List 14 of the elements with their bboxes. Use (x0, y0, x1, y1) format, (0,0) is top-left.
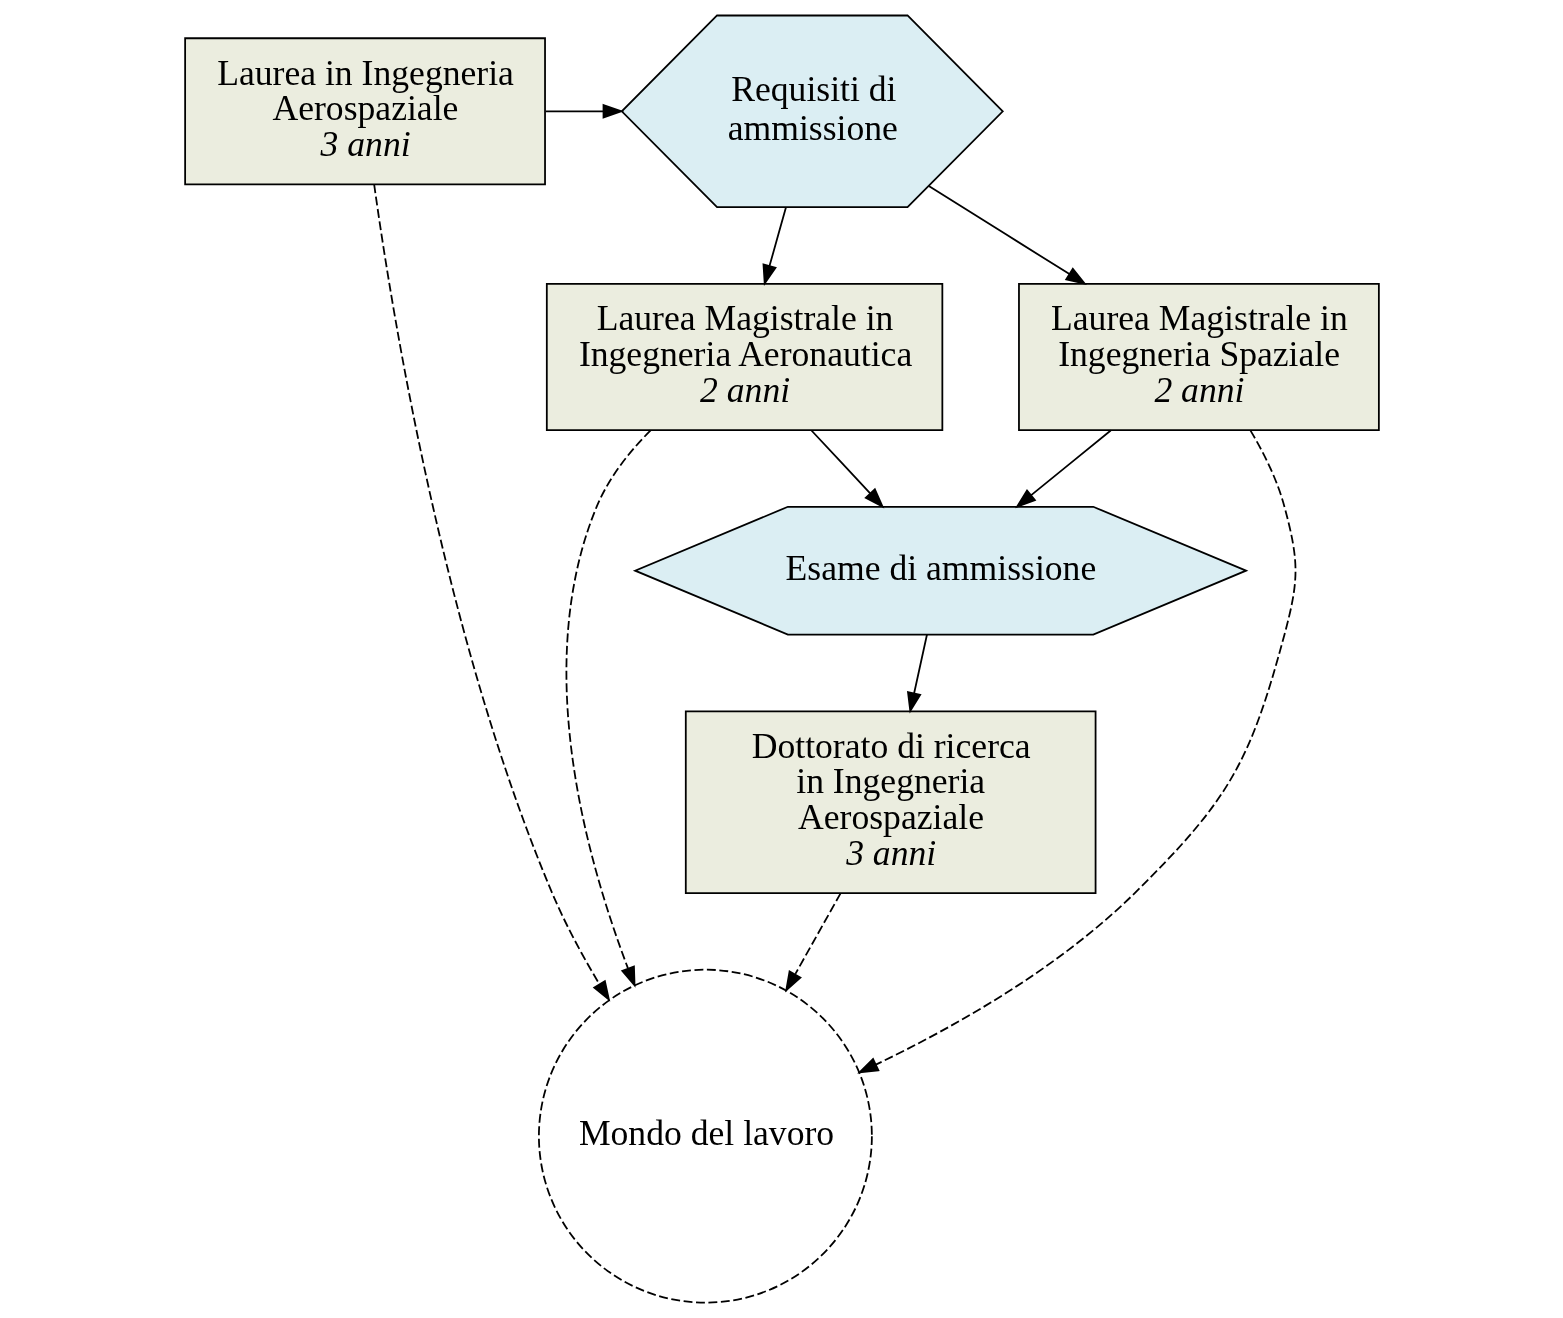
arrow (856, 429, 1296, 1074)
arrow (762, 206, 787, 286)
arrow (1014, 429, 1112, 509)
arrow (784, 892, 841, 993)
arrow (906, 633, 928, 714)
arrow (810, 429, 884, 509)
arrow (927, 185, 1087, 286)
node-box: Laurea Magistrale in Ingegneria Aeronautica 2 anni (545, 283, 943, 431)
node-box: Laurea Magistrale in Ingegneria Spaziale 2 anni (1017, 283, 1380, 431)
node-box: Laurea in Ingegneria Aerospaziale 3 anni (183, 37, 546, 186)
arrow (544, 103, 624, 119)
node-box: Dottorato di ricerca in Ingegneria Aerospaziale 3 anni (684, 710, 1096, 894)
arrow (565, 429, 651, 988)
arrow (372, 183, 610, 1002)
